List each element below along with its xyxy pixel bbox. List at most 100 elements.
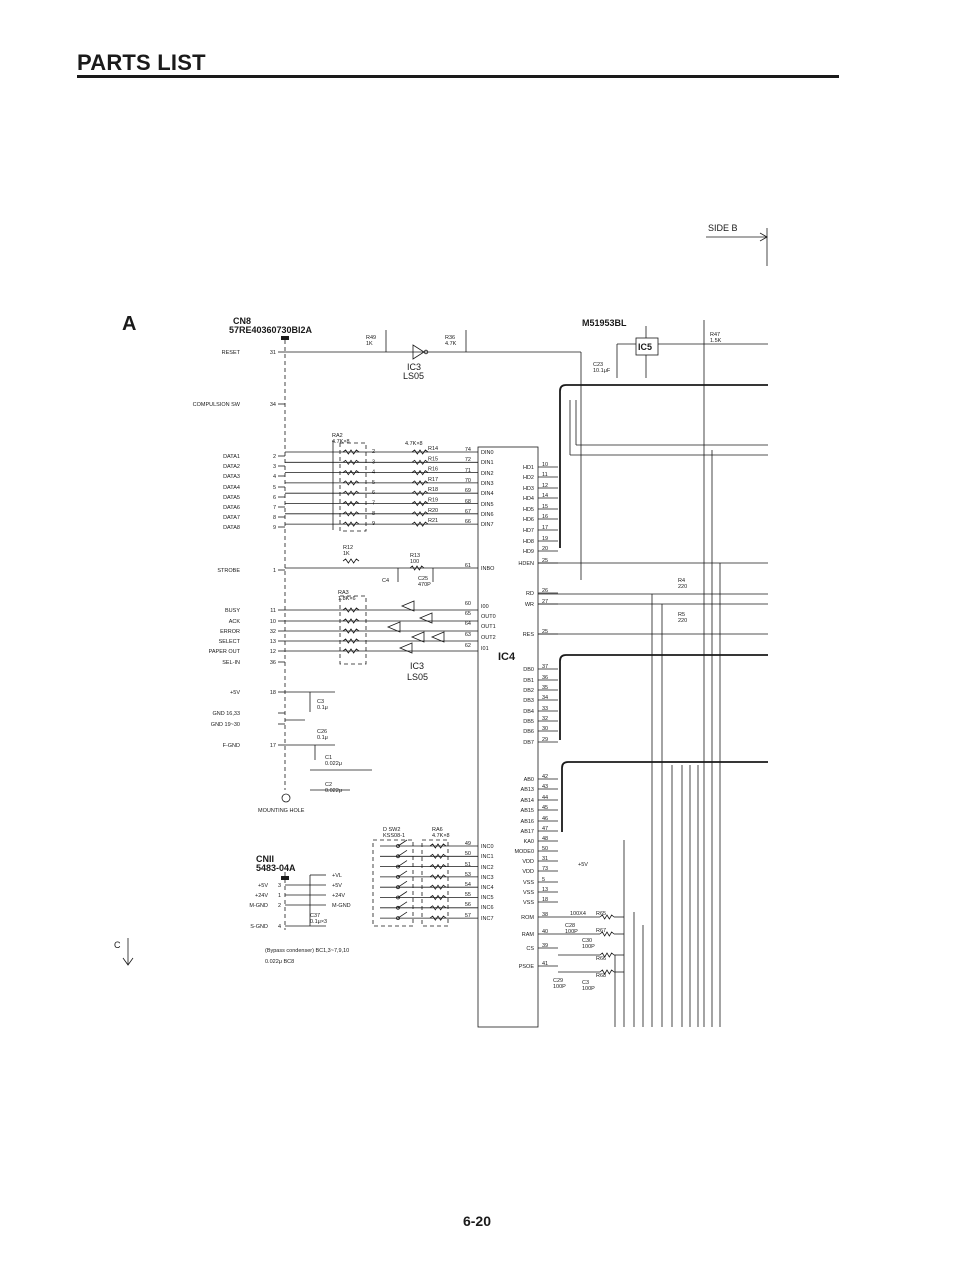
resistor-icon	[342, 490, 360, 496]
cn11-net-label: +24V	[332, 893, 345, 899]
ic4-right-pin-number: 44	[542, 795, 548, 801]
cn8-pin-label: SEL-IN	[222, 660, 240, 666]
ic4-right-pin-number: 30	[542, 726, 548, 732]
cn8-pin-label: ACK	[229, 619, 241, 625]
resistor-icon	[411, 490, 429, 496]
section-c-label: C	[114, 940, 121, 950]
resistor-icon	[429, 853, 447, 860]
switch-lever-icon	[397, 870, 408, 878]
resistor-pin-number: 7	[372, 501, 375, 507]
resistor-icon	[342, 638, 360, 644]
ic4-left-pin-number: 62	[465, 643, 471, 649]
switch-lever-icon	[397, 880, 408, 888]
ic4-name: IC4	[498, 651, 516, 663]
ic4-left-pin-number: 74	[465, 447, 471, 453]
cn8-pin-label: DATA1	[223, 454, 240, 460]
resistor-icon	[342, 459, 360, 466]
ic4-right-pin-number: 25	[542, 558, 548, 564]
resistor-icon	[342, 480, 360, 486]
vdd-supply-label: +5V	[578, 862, 588, 868]
resistor-icon	[429, 843, 447, 849]
cn11-name: CNII	[256, 854, 274, 864]
cn8-pin-number: 11	[270, 608, 276, 614]
cn8-pin-label: GND 16,33	[212, 711, 240, 717]
switch-contact-icon	[396, 854, 400, 859]
ic4-right-pin-name: MODE0	[514, 849, 534, 855]
ic4-right-pin-number: 40	[542, 929, 548, 935]
ic4-right-pin-name: AB13	[521, 787, 534, 793]
resistor-array-outline	[339, 595, 367, 665]
ic4-right-pin-number: 10	[542, 462, 548, 468]
resistor-icon	[342, 648, 360, 654]
ic4-right-pin-name: DB2	[523, 688, 534, 694]
r67-label: R67	[596, 928, 606, 934]
ic4-right-pin-name: CS	[526, 946, 534, 952]
cn8-pin-label: DATA8	[223, 525, 240, 531]
ic4-right-pin-number: 16	[542, 514, 548, 520]
ic4-left-pin-number: 67	[465, 509, 471, 515]
ic4-left-pin-number: 50	[465, 851, 471, 857]
ic4-right-pin-name: VSS	[523, 900, 534, 906]
cn11-pin-number: 2	[278, 903, 281, 909]
ic4-right-pin-number: 19	[542, 536, 548, 542]
cn8-pin-number: 12	[270, 649, 276, 655]
cn8-pin-number: 5	[273, 485, 276, 491]
ic4-right-pin-number: 39	[542, 943, 548, 949]
switch-lever-icon	[397, 911, 408, 919]
ic4-right-pin-name: HD6	[523, 517, 534, 523]
ls05-bot-label: LS05	[407, 672, 428, 682]
resistor-pin-number: 3	[372, 459, 375, 465]
buffer-icon	[386, 621, 401, 633]
resistor-icon	[342, 449, 360, 455]
cn8-pin-label: RESET	[222, 350, 241, 356]
ic4-left-pin-name: DIN5	[481, 502, 494, 508]
cn8-header-icon	[281, 336, 289, 340]
ic4-right-pin-name: AB0	[524, 777, 534, 783]
resistor-icon	[411, 469, 429, 476]
ic4-right-pin-name: DB5	[523, 719, 534, 725]
ic4-right-pin-number: 26	[542, 588, 548, 594]
ic4-left-pin-number: 61	[465, 563, 471, 569]
ic5-label: IC5	[638, 342, 652, 352]
resistor-icon	[429, 915, 447, 921]
ic4-right-pin-name: RAM	[522, 932, 535, 938]
ic4-right-pin-number: 47	[542, 826, 548, 832]
resistor-icon	[429, 874, 447, 880]
resistor-pin-number: 6	[372, 490, 375, 496]
ic4-left-pin-name: OUT2	[481, 635, 496, 641]
ic3-top-label: IC3	[407, 362, 421, 372]
switch-lever-icon	[397, 860, 408, 867]
ic4-right-pin-number: 33	[542, 706, 548, 712]
ic4-left-pin-name: DIN0	[481, 450, 494, 456]
cn8-pin-label: PAPER OUT	[209, 649, 241, 655]
switch-contact-icon	[396, 875, 400, 879]
ic4-left-pin-number: 60	[465, 601, 471, 607]
ic4-left-pin-name: DIN4	[481, 491, 494, 497]
mounting-hole-label: MOUNTING HOLE	[258, 808, 305, 814]
ic4-right-pin-name: VDD	[522, 869, 534, 875]
ic4-right-pin-name: KA0	[524, 839, 534, 845]
title-rule	[77, 75, 839, 78]
ic4-right-pin-name: ROM	[521, 915, 534, 921]
ic4-right-pin-name: HD1	[523, 465, 534, 471]
ic4-right-pin-name: HD4	[523, 496, 534, 502]
ic5-body	[635, 337, 659, 356]
resistor-icon	[411, 511, 429, 517]
buffer-icon	[430, 631, 445, 643]
ic4-right-pin-number: 15	[542, 504, 548, 510]
ic4-right-pin-name: AB16	[521, 819, 534, 825]
ic4-right-pin-name: DB0	[523, 667, 534, 673]
resistor-ref: R21	[428, 518, 438, 524]
cn8-pin-number: 9	[273, 525, 276, 531]
cn8-pin-number: 2	[273, 454, 276, 460]
cn8-pin-label: DATA4	[223, 485, 240, 491]
cn8-pin-label: DATA6	[223, 505, 240, 511]
